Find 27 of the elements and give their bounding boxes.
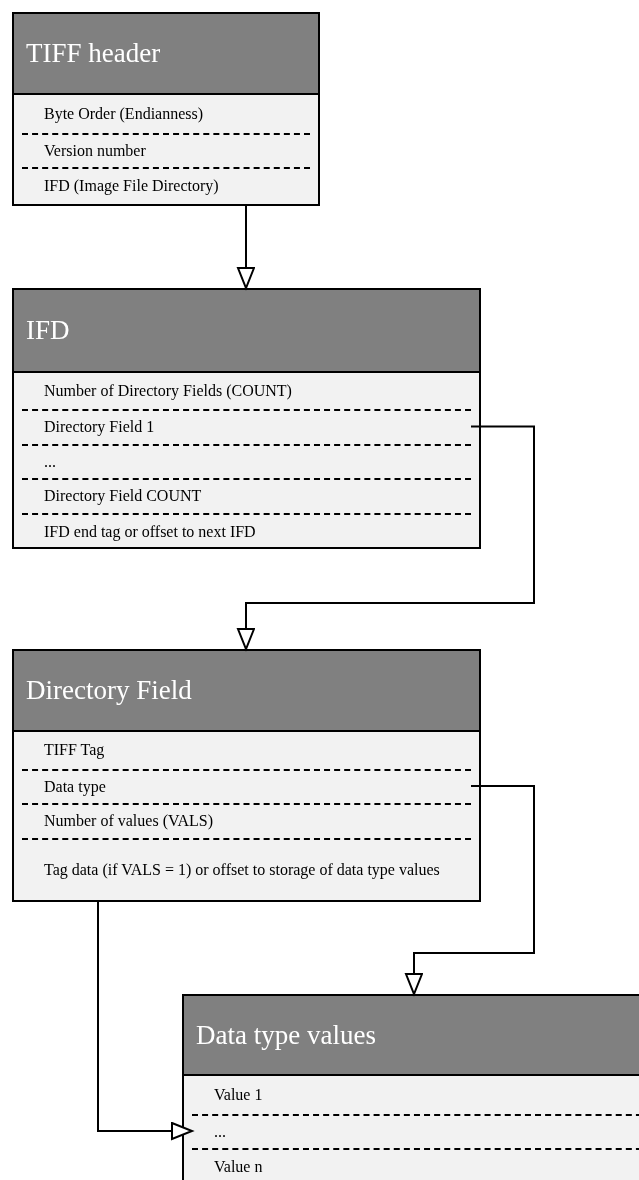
field-label: Data type	[22, 769, 471, 803]
arrow	[405, 785, 535, 995]
box-title: IFD	[26, 315, 70, 346]
field-label: Number of Directory Fields (COUNT)	[22, 373, 471, 409]
field-label: Byte Order (Endianness)	[22, 95, 310, 133]
box-title: Data type values	[196, 1019, 376, 1051]
class-box	[12, 649, 481, 902]
box-title: Directory Field	[26, 675, 192, 706]
class-box	[182, 994, 639, 1180]
arrow	[237, 425, 535, 650]
field-label: IFD (Image File Directory)	[22, 167, 310, 204]
field-label: IFD end tag or offset to next IFD	[22, 513, 471, 549]
field-label: Value 1	[192, 1076, 639, 1114]
field-label: ...	[192, 1114, 639, 1148]
field-label: Directory Field 1	[22, 409, 471, 444]
field-label: Tag data (if VALS = 1) or offset to storage of data type values	[22, 838, 471, 900]
field-label: Value n	[192, 1148, 639, 1180]
class-box	[12, 12, 320, 206]
arrow	[237, 203, 255, 289]
box-title: TIFF header	[26, 38, 161, 69]
class-box	[12, 288, 481, 549]
field-label: Number of values (VALS)	[22, 803, 471, 838]
field-label: TIFF Tag	[22, 732, 471, 769]
field-label: ...	[22, 444, 471, 478]
arrow	[97, 899, 193, 1140]
field-label: Directory Field COUNT	[22, 478, 471, 513]
field-label: Version number	[22, 133, 310, 167]
